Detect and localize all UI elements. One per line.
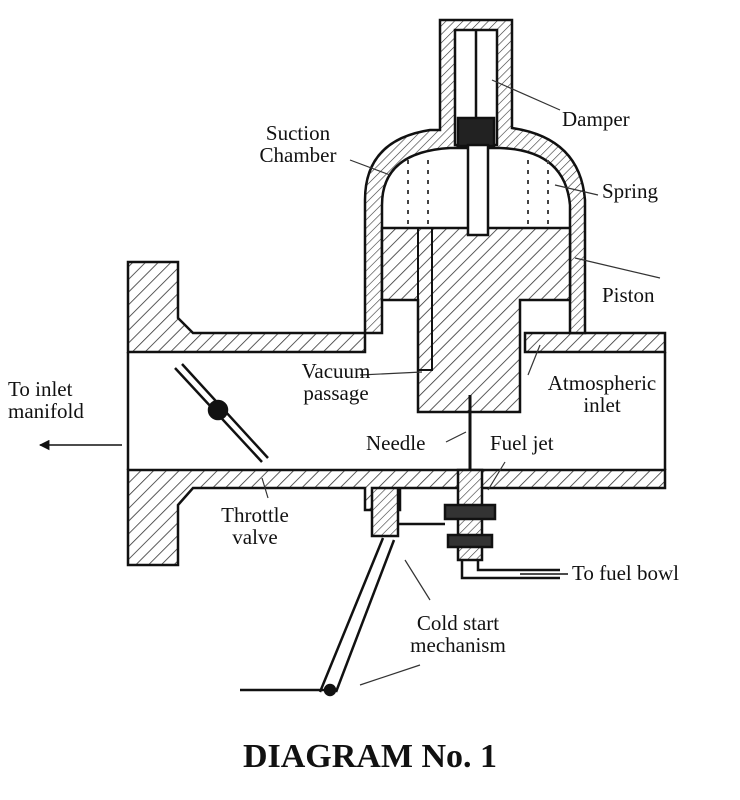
cold-start-mechanism [240,486,445,697]
label-spring: Spring [602,179,659,203]
label-to-inlet-manifold-line2: manifold [8,399,84,423]
label-to-inlet-manifold: To inlet manifold [8,378,84,422]
vacuum-passage [417,228,433,371]
label-atmospheric-inlet-line1: Atmospheric [547,371,657,395]
label-suction-chamber: Suction Chamber [238,122,358,166]
label-vacuum-passage: Vacuum passage [284,360,388,404]
piston [380,143,572,414]
label-suction-chamber-line1: Suction [265,121,331,145]
label-cold-start-mechanism: Cold start mechanism [378,612,538,656]
label-to-inlet-manifold-line1: To inlet [8,377,73,401]
label-atmospheric-inlet: Atmospheric inlet [522,372,682,416]
leader-lines [261,79,661,686]
label-cold-start-line1: Cold start [416,611,500,635]
label-atmospheric-inlet-line2: inlet [583,393,621,417]
label-cold-start-line2: mechanism [410,633,506,657]
label-throttle-valve-line1: Throttle [221,503,289,527]
label-fuel-jet: Fuel jet [490,431,554,455]
label-vacuum-passage-line1: Vacuum [301,359,371,383]
label-throttle-valve-line2: valve [232,525,278,549]
flow-arrows [38,439,568,575]
label-suction-chamber-line2: Chamber [259,143,337,167]
label-needle: Needle [366,431,426,455]
label-throttle-valve: Throttle valve [200,504,310,548]
fuel-jet [443,468,560,580]
label-to-fuel-bowl: To fuel bowl [572,561,680,585]
spring [407,160,549,228]
label-vacuum-passage-line2: passage [303,381,369,405]
label-damper: Damper [562,107,630,131]
label-piston: Piston [602,283,655,307]
throttle-valve [174,363,269,463]
diagram-caption: DIAGRAM No. 1 [242,738,498,775]
